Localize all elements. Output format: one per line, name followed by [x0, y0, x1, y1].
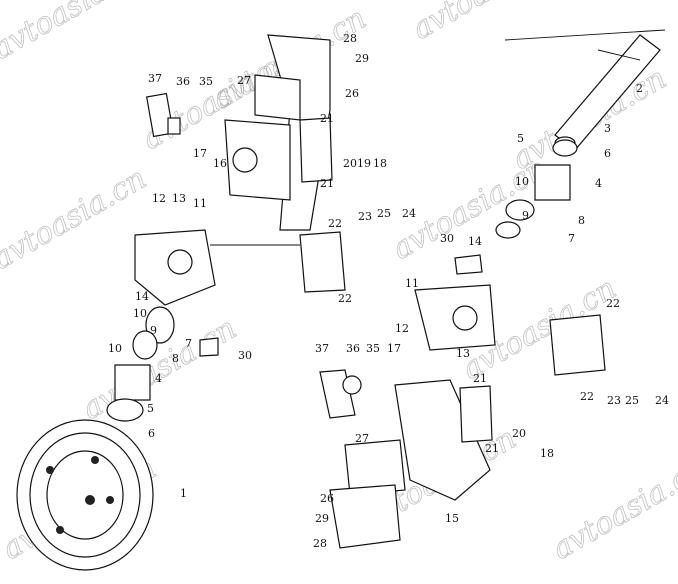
part-label: 30 [440, 232, 454, 245]
part-label: 22 [580, 390, 594, 403]
part-label: 5 [517, 132, 524, 145]
part-label: 20 [343, 157, 357, 170]
part-label: 19 [357, 157, 371, 170]
lower-track-frame [319, 369, 493, 549]
part-label: 21 [473, 372, 487, 385]
part-label: 12 [152, 192, 166, 205]
part-label: 3 [604, 122, 611, 135]
part-label: 12 [395, 322, 409, 335]
part-label: 17 [387, 342, 401, 355]
right-hub [454, 139, 578, 275]
part-label: 4 [595, 177, 602, 190]
part-label: 35 [199, 75, 213, 88]
part-label: 9 [522, 209, 529, 222]
part-label: 4 [155, 372, 162, 385]
part-label: 27 [237, 74, 251, 87]
part-label: 18 [540, 447, 554, 460]
part-label: 10 [108, 342, 122, 355]
part-label: 22 [328, 217, 342, 230]
left-bracket [134, 229, 346, 306]
part-label: 24 [655, 394, 669, 407]
part-label: 26 [320, 492, 334, 505]
right-bracket [414, 284, 606, 376]
part-label: 30 [238, 349, 252, 362]
part-label: 14 [135, 290, 149, 303]
upper-track-frame [145, 34, 333, 231]
idler-wheel [16, 419, 154, 571]
part-label: 20 [512, 427, 526, 440]
part-label: 23 [607, 394, 621, 407]
part-label: 25 [625, 394, 639, 407]
part-label: 9 [150, 324, 157, 337]
part-label: 16 [213, 157, 227, 170]
part-label: 23 [358, 210, 372, 223]
part-label: 28 [343, 32, 357, 45]
part-label: 29 [355, 52, 369, 65]
part-label: 15 [445, 512, 459, 525]
part-label: 2 [636, 82, 643, 95]
part-label: 22 [338, 292, 352, 305]
part-label: 8 [172, 352, 179, 365]
part-label: 8 [578, 214, 585, 227]
part-label: 10 [515, 175, 529, 188]
part-label: 1 [180, 487, 187, 500]
part-label: 21 [320, 177, 334, 190]
part-label: 21 [485, 442, 499, 455]
part-label: 36 [176, 75, 190, 88]
part-label: 37 [148, 72, 162, 85]
part-label: 6 [148, 427, 155, 440]
part-label: 7 [185, 337, 192, 350]
part-label: 18 [373, 157, 387, 170]
part-label: 29 [315, 512, 329, 525]
part-label: 13 [456, 347, 470, 360]
part-label: 6 [604, 147, 611, 160]
part-label: 14 [468, 235, 482, 248]
part-label: 24 [402, 207, 416, 220]
part-label: 11 [193, 197, 207, 210]
part-label: 21 [320, 112, 334, 125]
part-label: 26 [345, 87, 359, 100]
part-label: 36 [346, 342, 360, 355]
part-label: 25 [377, 207, 391, 220]
part-label: 11 [405, 277, 419, 290]
part-label: 28 [313, 537, 327, 550]
part-label: 37 [315, 342, 329, 355]
part-label: 13 [172, 192, 186, 205]
part-label: 17 [193, 147, 207, 160]
part-label: 22 [606, 297, 620, 310]
part-label: 7 [568, 232, 575, 245]
part-label: 10 [133, 307, 147, 320]
part-label: 35 [366, 342, 380, 355]
part-label: 27 [355, 432, 369, 445]
left-hub [106, 306, 219, 422]
part-label: 5 [147, 402, 154, 415]
